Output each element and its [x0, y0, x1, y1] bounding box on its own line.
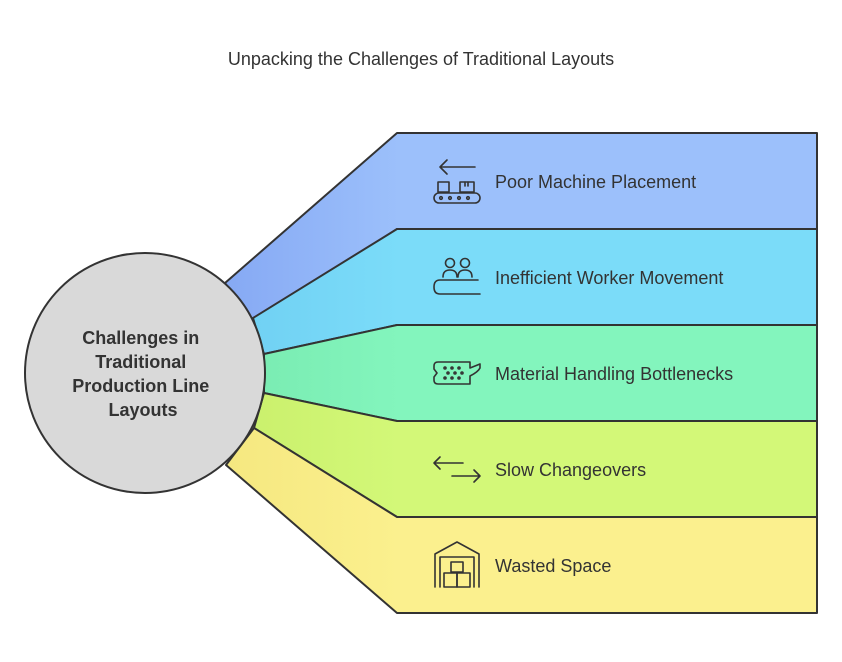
warehouse-boxes-icon — [434, 541, 480, 588]
conveyor-machine-icon — [433, 159, 481, 204]
band-label-wasted-space: Wasted Space — [495, 556, 611, 576]
band-group — [224, 132, 818, 614]
band-label-slow-changeovers: Slow Changeovers — [495, 460, 646, 480]
center-label-line-3: Production Line — [72, 376, 209, 396]
center-circle — [24, 252, 266, 494]
diagram-title: Unpacking the Challenges of Traditional … — [227, 49, 615, 69]
center-label-line-4: Layouts — [108, 400, 177, 420]
center-label: Challenges in Traditional Production Lin… — [72, 328, 213, 420]
band-wasted-space — [225, 427, 818, 614]
center-label-line-1: Challenges in — [82, 328, 199, 348]
bottleneck-icon — [433, 361, 481, 385]
swap-arrows-icon — [433, 456, 481, 483]
center-label-line-2: Traditional — [95, 352, 186, 372]
workers-conveyor-icon — [433, 257, 481, 295]
band-label-inefficient-worker-movement: Inefficient Worker Movement — [495, 268, 723, 288]
band-label-material-handling-bottlenecks: Material Handling Bottlenecks — [495, 364, 733, 384]
band-label-poor-machine-placement: Poor Machine Placement — [495, 172, 696, 192]
